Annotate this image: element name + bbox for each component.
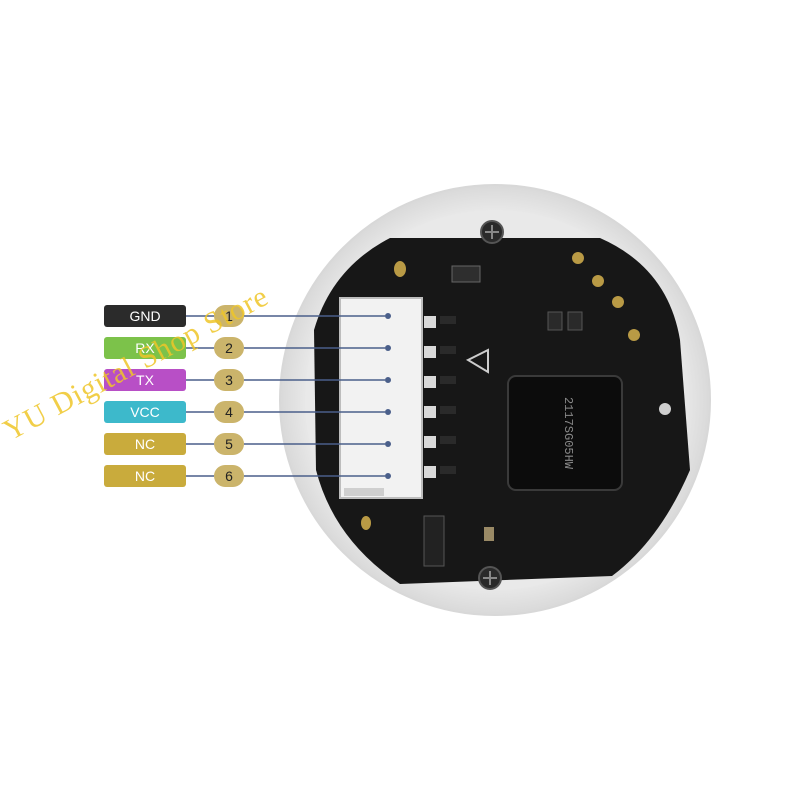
controller-chip (507, 375, 623, 491)
component-small-a (547, 311, 563, 331)
component-smd (451, 265, 481, 283)
pin-label-3: TX (104, 369, 186, 391)
pin-endpoint-2 (385, 345, 391, 351)
pin-endpoint-6 (385, 473, 391, 479)
pin-label-6: NC (104, 465, 186, 487)
screw-bottom (478, 566, 502, 590)
component-small-c (484, 527, 494, 541)
component-smd-bottom (423, 515, 445, 567)
pin-number-3: 3 (214, 369, 244, 391)
indicator-dot (659, 403, 671, 415)
pin-label-1: GND (104, 305, 186, 327)
pin-number-2: 2 (214, 337, 244, 359)
connector-latch (344, 488, 384, 496)
solder-pads (361, 252, 640, 530)
pin-number-5: 5 (214, 433, 244, 455)
pin-number-6: 6 (214, 465, 244, 487)
pin-number-1: 1 (214, 305, 244, 327)
pin-leader-lines (186, 313, 391, 479)
pin-label-2: RX (104, 337, 186, 359)
orientation-triangle (465, 348, 489, 374)
pin-endpoint-4 (385, 409, 391, 415)
pin-endpoint-5 (385, 441, 391, 447)
component-small-b (567, 311, 583, 331)
connector-housing (339, 297, 423, 499)
pin-label-5: NC (104, 433, 186, 455)
chip-marking: 2117SG05HW (561, 397, 575, 470)
connector-contacts (424, 316, 436, 478)
pin-label-4: VCC (104, 401, 186, 423)
screw-top (480, 220, 504, 244)
pin-endpoint-1 (385, 313, 391, 319)
connector-leads (440, 316, 456, 474)
pin-endpoint-3 (385, 377, 391, 383)
pin-number-4: 4 (214, 401, 244, 423)
